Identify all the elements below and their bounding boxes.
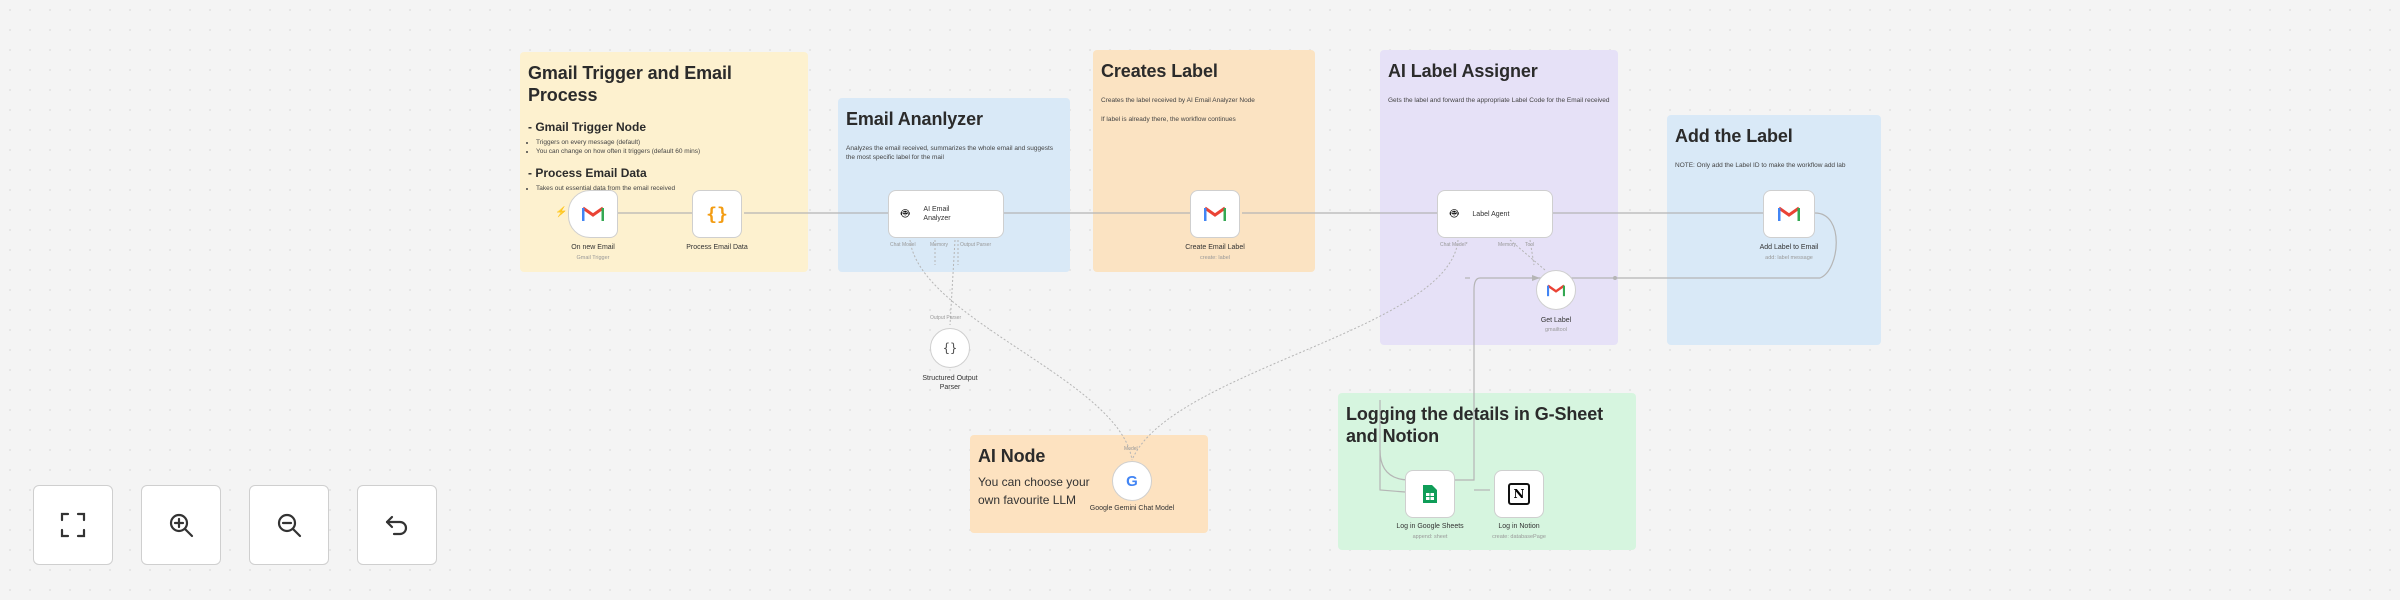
node-label: Log in Notion — [1498, 523, 1540, 530]
code-brackets-icon: {} — [942, 341, 958, 355]
note-text: Analyzes the email received, summarizes … — [846, 145, 1054, 161]
node-get-label[interactable] — [1536, 270, 1576, 310]
node-add-label-to-email[interactable] — [1763, 190, 1815, 238]
node-log-notion[interactable]: N — [1494, 470, 1544, 518]
note-title: AI Label Assigner — [1388, 61, 1538, 81]
zoom-in-button[interactable] — [141, 485, 221, 565]
fit-view-icon — [60, 512, 86, 538]
note-ai-label-assigner[interactable]: AI Label Assigner Gets the label and for… — [1380, 50, 1618, 345]
node-log-google-sheets[interactable] — [1405, 470, 1455, 518]
zoom-in-icon — [169, 513, 194, 538]
gmail-icon — [582, 206, 604, 221]
notion-icon: N — [1508, 483, 1530, 505]
port-label: Output Parser — [930, 315, 962, 321]
connection-line — [1379, 400, 1406, 493]
note-text: Creates the label received by AI Email A… — [1101, 97, 1255, 104]
node-label: Google Gemini Chat Model — [1089, 505, 1175, 512]
port-label: Output Parser — [960, 242, 992, 248]
connection-line-dashed — [949, 239, 956, 326]
note-item: You can change on how often it triggers … — [536, 147, 800, 156]
port-label: Memory — [930, 242, 949, 248]
node-label: Get Label — [1540, 317, 1572, 324]
node-sublabel: gmailtool — [1544, 327, 1567, 333]
fit-view-button[interactable] — [33, 485, 113, 565]
node-label: Add Label to Email — [1759, 244, 1819, 251]
node-ai-email-analyzer[interactable]: 🤖︎ AI Email Analyzer — [888, 190, 1004, 238]
node-structured-output-parser[interactable]: {} — [930, 328, 970, 368]
port-label: Chat Model* — [1440, 242, 1468, 248]
gmail-icon — [1204, 206, 1226, 221]
node-label: Log in Google Sheets — [1396, 523, 1464, 530]
note-text: NOTE: Only add the Label ID to make the … — [1675, 162, 1846, 169]
note-text: Gets the label and forward the appropria… — [1388, 97, 1610, 104]
node-label: Create Email Label — [1185, 244, 1245, 251]
node-label: On new Email — [571, 244, 615, 251]
node-sublabel: Gmail Trigger — [576, 255, 610, 261]
arrow-head — [1532, 275, 1540, 281]
note-title: Creates Label — [1101, 61, 1218, 81]
robot-icon: 🤖︎ — [1450, 205, 1459, 221]
node-google-gemini[interactable]: G — [1112, 461, 1152, 501]
robot-icon: 🤖︎ — [901, 205, 910, 221]
node-process-email[interactable]: {} — [692, 190, 742, 238]
note-ai-node[interactable]: AI Node You can choose your own favourit… — [970, 435, 1208, 533]
zoom-out-icon — [277, 513, 302, 538]
gmail-icon — [1547, 284, 1565, 296]
note-text: You can choose your own favourite LLM — [978, 475, 1090, 507]
gmail-icon — [1778, 206, 1800, 221]
node-gmail-trigger[interactable] — [568, 190, 618, 238]
node-label: Process Email Data — [686, 244, 748, 251]
node-sublabel: create: label — [1200, 255, 1230, 261]
port-label: Tool — [1525, 242, 1535, 248]
note-item: Takes out essential data from the email … — [536, 184, 800, 193]
port-label: Memory — [1498, 242, 1517, 248]
note-item: Triggers on every message (default) — [536, 138, 800, 147]
port-label: Chat Model — [890, 242, 916, 248]
note-title: AI Node — [978, 446, 1046, 466]
node-sublabel: add: label message — [1765, 255, 1813, 261]
google-icon: G — [1126, 472, 1138, 490]
connection-line — [1379, 212, 1837, 481]
google-sheets-icon — [1423, 485, 1437, 503]
note-email-analyzer[interactable]: Email Ananlyzer Analyzes the email recei… — [838, 98, 1070, 272]
zoom-out-button[interactable] — [249, 485, 329, 565]
connection-line-dashed — [909, 239, 1133, 461]
note-title: Gmail Trigger and Email Process — [528, 63, 732, 105]
connection-line-dashed — [1131, 239, 1459, 461]
node-label-agent[interactable]: 🤖︎ Label Agent — [1437, 190, 1553, 238]
note-gmail-trigger[interactable]: Gmail Trigger and Email Process - Gmail … — [520, 52, 808, 272]
node-sublabel: create: databasePage — [1492, 534, 1546, 540]
note-logging[interactable]: Logging the details in G-Sheet and Notio… — [1338, 393, 1636, 550]
note-text: If label is already there, the workflow … — [1101, 116, 1236, 123]
node-inner-label: AI Email Analyzer — [923, 206, 951, 222]
note-title: Email Ananlyzer — [846, 109, 983, 129]
node-inner-label: Label Agent — [1472, 210, 1510, 218]
node-sublabel: append: sheet — [1412, 534, 1448, 540]
note-section: - Gmail Trigger Node — [528, 120, 647, 134]
note-section: - Process Email Data — [528, 166, 647, 180]
node-create-email-label[interactable] — [1190, 190, 1240, 238]
reset-zoom-button[interactable] — [357, 485, 437, 565]
code-braces-icon: {} — [706, 203, 728, 225]
node-label: Structured Output Parser — [922, 375, 978, 391]
port-label: Model — [1124, 446, 1138, 452]
undo-icon — [385, 515, 408, 536]
note-title: Add the Label — [1675, 126, 1793, 146]
trigger-bolt-icon: ⚡ — [555, 207, 568, 218]
